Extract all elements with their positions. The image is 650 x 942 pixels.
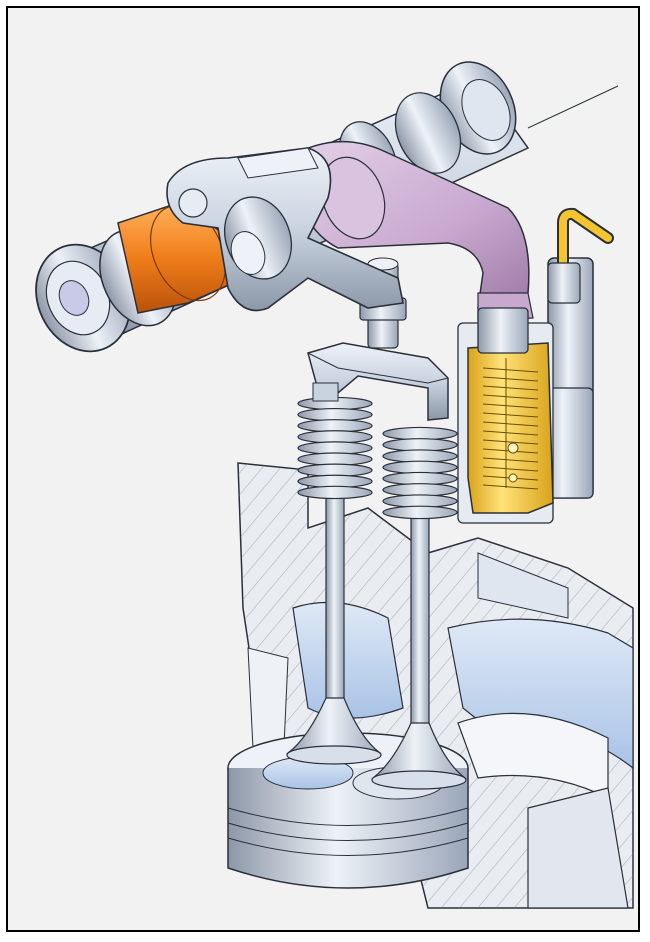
valve-stem-left — [286, 487, 382, 765]
spring-coil — [382, 426, 458, 441]
spring-coil — [297, 430, 373, 444]
valve-spring-right — [382, 426, 458, 520]
actuator-coil-line — [482, 394, 539, 400]
actuator-coil-line — [482, 466, 539, 472]
spring-coil — [297, 463, 373, 477]
actuator-coil-line — [482, 439, 539, 445]
spring-coil — [382, 483, 458, 497]
spring-coil — [297, 485, 373, 500]
spring-coil — [297, 407, 373, 422]
rocker-arm-main — [166, 147, 404, 312]
spring-coil — [382, 438, 458, 452]
valve-spring-left — [297, 396, 373, 500]
actuator-coil-line — [482, 457, 539, 463]
actuator-coil-line — [482, 367, 539, 373]
spring-coil — [382, 460, 458, 475]
figure-frame — [6, 6, 640, 932]
actuator-coil-line — [482, 403, 539, 409]
actuator-coil-line — [482, 421, 539, 427]
oil-feed-pipe — [547, 207, 614, 304]
spring-coil — [297, 474, 373, 489]
spring-coil — [382, 505, 458, 520]
spring-coil — [382, 449, 458, 463]
actuator-coil-line — [482, 430, 539, 436]
actuator-coil-line — [482, 484, 539, 490]
spring-coil — [382, 471, 458, 486]
valve-train-illustration — [35, 61, 634, 909]
spring-coil — [297, 452, 373, 466]
valve-bridge — [307, 342, 449, 421]
hydraulic-actuator — [457, 257, 594, 524]
spring-coil — [297, 419, 373, 433]
actuator-coil-line — [482, 376, 539, 382]
actuator-coil-line — [482, 412, 539, 418]
actuator-coil-line — [482, 385, 539, 391]
valve-stem-right — [371, 497, 467, 790]
spring-coil — [297, 441, 373, 455]
spring-coil — [382, 494, 458, 508]
